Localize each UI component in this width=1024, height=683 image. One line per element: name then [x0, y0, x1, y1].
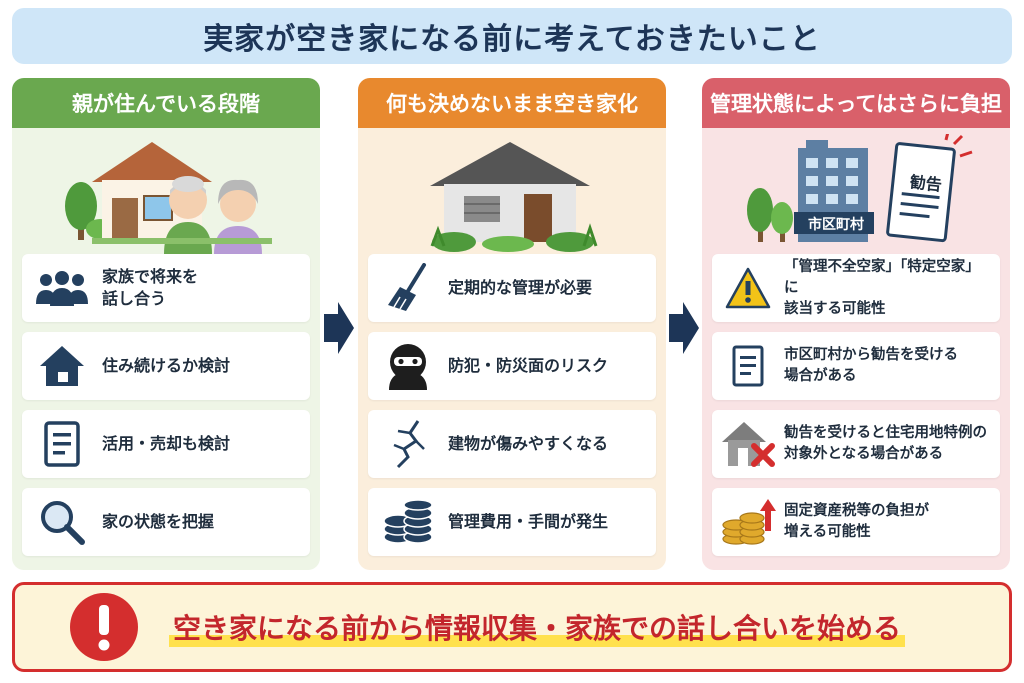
- card-family-discussion: 家族で将来を 話し合う: [22, 254, 310, 322]
- card-designation-possibility: 「管理不全空家」「特定空家」に 該当する可能性: [712, 254, 1000, 322]
- card-text: 家の状態を把握: [102, 512, 215, 531]
- vacant-house-illustration: [430, 142, 598, 252]
- house-elderly-couple-illustration: [65, 142, 272, 254]
- coins-up-icon: [712, 488, 784, 556]
- card-deterioration: 建物が傷みやすくなる: [368, 410, 656, 478]
- card-text: 市区町村から勧告を受ける 場合がある: [784, 347, 958, 384]
- card-regular-maintenance: 定期的な管理が必要: [368, 254, 656, 322]
- column-header: 管理状態によってはさらに負担: [702, 78, 1010, 128]
- card-check-condition: 家の状態を把握: [22, 488, 310, 556]
- page-title: 実家が空き家になる前に考えておきたいこと: [203, 22, 821, 57]
- column-vacant-without-decision: 何も決めないまま空き家化 定期的な管理が必要: [358, 78, 666, 570]
- people-group-icon: [22, 254, 102, 322]
- arrow-right-icon: [324, 302, 354, 354]
- municipal-office-notice-illustration: [747, 134, 973, 243]
- card-special-exemption-loss: 勧告を受けると住宅用地特例の 対象外となる場合がある: [712, 410, 1000, 478]
- key-message: 空き家になる前から情報収集・家族での話し合いを始める: [169, 607, 906, 647]
- card-text: 活用・売却も検討: [102, 434, 231, 453]
- magnifier-icon: [22, 488, 102, 556]
- document-icon: [22, 410, 102, 478]
- card-text: 管理費用・手間が発生: [448, 512, 609, 531]
- card-text: 固定資産税等の負担が 増える可能性: [784, 503, 929, 540]
- card-consider-living: 住み続けるか検討: [22, 332, 310, 400]
- title-banner: 実家が空き家になる前に考えておきたいこと: [12, 8, 1012, 64]
- card-text: 住み続けるか検討: [102, 356, 231, 375]
- column-header: 親が住んでいる段階: [12, 78, 320, 128]
- card-text: 定期的な管理が必要: [448, 278, 593, 297]
- warning-icon: [712, 254, 784, 322]
- exclamation-icon: [70, 593, 138, 661]
- card-municipal-recommendation: 市区町村から勧告を受ける 場合がある: [712, 332, 1000, 400]
- column-parents-living: 親が住んでいる段階 家族で将来を 話し合う: [12, 78, 320, 570]
- card-text: 防犯・防災面のリスク: [448, 356, 609, 375]
- card-text: 建物が傷みやすくなる: [448, 434, 609, 453]
- house-cross-icon: [712, 410, 784, 478]
- burglar-icon: [368, 332, 448, 400]
- column-further-burden: 管理状態によってはさらに負担 市区町村 勧告: [702, 78, 1010, 570]
- card-tax-increase: 固定資産税等の負担が 増える可能性: [712, 488, 1000, 556]
- house-icon: [22, 332, 102, 400]
- broom-icon: [368, 254, 448, 322]
- card-security-risk: 防犯・防災面のリスク: [368, 332, 656, 400]
- document-icon: [712, 332, 784, 400]
- coins-icon: [368, 488, 448, 556]
- crack-icon: [368, 410, 448, 478]
- building-sign: 市区町村: [808, 217, 864, 233]
- card-costs-effort: 管理費用・手間が発生: [368, 488, 656, 556]
- card-consider-sale: 活用・売却も検討: [22, 410, 310, 478]
- card-text: 家族で将来を 話し合う: [102, 267, 199, 308]
- card-text: 「管理不全空家」「特定空家」に 該当する可能性: [784, 258, 980, 317]
- card-text: 勧告を受けると住宅用地特例の 対象外となる場合がある: [784, 425, 987, 462]
- key-message-banner: 空き家になる前から情報収集・家族での話し合いを始める: [12, 582, 1012, 672]
- column-header: 何も決めないまま空き家化: [358, 78, 666, 128]
- arrow-right-icon: [669, 302, 699, 354]
